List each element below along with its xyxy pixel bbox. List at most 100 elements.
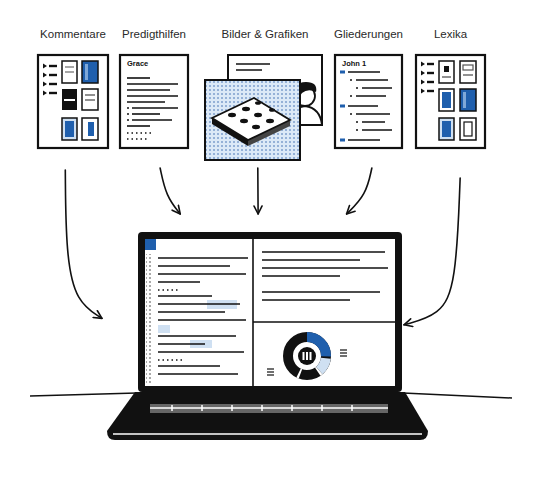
commentary-icon-part (65, 121, 74, 137)
commentary-icon-part (49, 65, 57, 67)
sermon-aid-icon-part (127, 101, 165, 103)
outline-icon-part (356, 79, 388, 81)
outline-icon-part (348, 71, 380, 73)
laptop-part (262, 299, 350, 300)
category-label: Gliederungen (334, 27, 403, 41)
laptop-part (303, 352, 312, 360)
laptop-part (262, 251, 385, 252)
lexicon-icon-part (427, 72, 434, 74)
laptop-part (113, 433, 422, 435)
lexicon-icon-part (421, 62, 425, 94)
image-icon-part (269, 108, 275, 112)
image-icon-part (240, 119, 248, 123)
outline-icon-part (362, 129, 392, 131)
commentary-icon-part (65, 71, 74, 73)
document-title: Grace (127, 59, 148, 68)
image-icon-part (254, 113, 262, 117)
source-document: Lexika (416, 55, 485, 148)
source-document: PredigthilfenGrace (120, 55, 188, 148)
category-label: Predigthilfen (122, 27, 186, 41)
sermon-aid-icon-part (120, 55, 188, 148)
laptop-part (158, 289, 180, 290)
lexicon-icon-part (463, 74, 473, 75)
outline-icon-part (348, 105, 378, 107)
sermon-aid-icon-part (127, 113, 129, 115)
ground-line-part (403, 393, 512, 398)
laptop-part (262, 267, 388, 268)
laptop-part (340, 355, 347, 356)
lexicon-icon-part (427, 64, 434, 91)
sermon-aid-icon-part (132, 113, 160, 115)
laptop (107, 232, 428, 440)
laptop-part (158, 351, 244, 352)
laptop-part (351, 405, 353, 411)
laptop-part (158, 273, 246, 274)
laptop-part (288, 337, 326, 375)
flow-arrow (257, 168, 259, 214)
lexicon-icon-part (439, 61, 454, 83)
laptop-part (158, 281, 200, 282)
lexicon-icon-part (439, 89, 454, 111)
laptop-part (303, 352, 305, 360)
laptop-part (231, 405, 233, 411)
commentary-icon-part (88, 122, 94, 136)
lexicon-icon-part (442, 76, 451, 77)
commentary-icon-part (85, 64, 88, 80)
sermon-aid-icon (120, 55, 188, 148)
lexicon-icon-part (460, 61, 476, 83)
outline-icon-part (356, 95, 386, 97)
laptop-part (150, 405, 388, 411)
laptop-part (158, 295, 212, 296)
laptop-part (262, 259, 360, 260)
sermon-aid-icon-part (127, 119, 129, 121)
lexicon-icon-part (444, 66, 449, 72)
outline-icon-part (340, 139, 345, 142)
image-icon-part (228, 101, 275, 129)
laptop-part (262, 291, 380, 292)
outline-icon-part (362, 121, 385, 123)
image-icon-part (228, 113, 236, 117)
laptop-part (158, 319, 246, 320)
laptop-part (107, 392, 428, 440)
lexicon-icon-part (460, 89, 476, 111)
laptop-part (267, 371, 274, 372)
commentary-icon-part (65, 66, 74, 68)
image-icon-part (212, 98, 290, 140)
outline-icon-part (362, 87, 392, 89)
category-label: Lexika (434, 27, 467, 41)
commentary-icon-part (49, 66, 57, 93)
outline-icon-part (350, 79, 352, 81)
source-document: GliederungenJohn 1 (335, 55, 402, 148)
laptop-part (261, 405, 263, 411)
lexicon-icon-part (463, 65, 473, 70)
laptop-part (158, 373, 238, 374)
sermon-aid-icon-part (127, 83, 178, 85)
laptop-part (145, 239, 156, 250)
commentary-icon-part (43, 64, 47, 96)
laptop-part (340, 352, 347, 353)
flow-arrow (404, 178, 460, 325)
lexicon-icon-part (416, 55, 485, 148)
commentary-icon-part (62, 89, 77, 110)
image-icon-part (255, 101, 261, 105)
laptop-part (340, 349, 347, 350)
laptop-screen (138, 232, 402, 392)
outline-icon-part (356, 87, 358, 89)
laptop-part (298, 347, 316, 365)
outline-icon-part (340, 71, 345, 142)
lexicon-icon-part (463, 92, 466, 108)
laptop-part (252, 239, 254, 386)
outline-icon-part (348, 139, 380, 141)
commentary-icon-part (85, 99, 95, 100)
lexicon-icon-part (427, 90, 434, 92)
laptop-part (267, 374, 274, 375)
sermon-aid-icon-part (127, 78, 178, 126)
lexicon-icon-part (427, 81, 434, 83)
sermon-aid-icon-part (127, 138, 148, 140)
commentary-icon-part (49, 74, 57, 76)
laptop-part (158, 325, 170, 333)
category-label: Kommentare (40, 27, 106, 41)
commentary-icon-part (49, 83, 57, 85)
laptop-part (158, 265, 230, 266)
